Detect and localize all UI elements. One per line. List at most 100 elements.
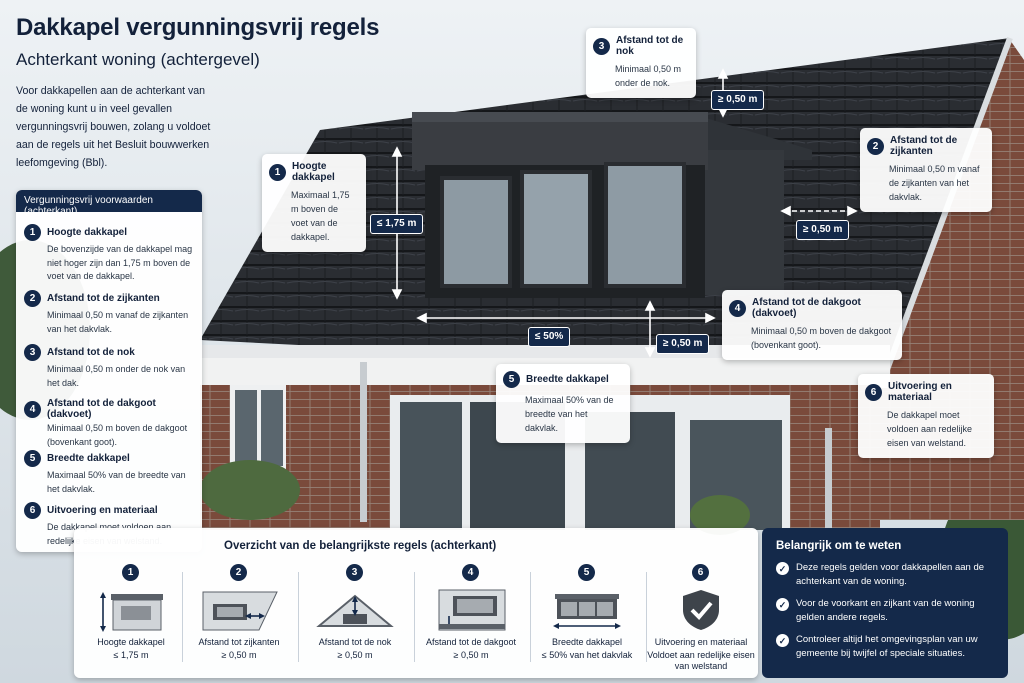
overview-value: Voldoet aan redelijke eisen van welstand bbox=[647, 650, 755, 671]
page-subtitle: Achterkant woning (achtergevel) bbox=[16, 50, 260, 69]
overview-label: Hoogte dakkapel bbox=[97, 637, 165, 647]
callout-title: Afstand tot de nok bbox=[616, 35, 684, 57]
check-icon: ✓ bbox=[776, 634, 789, 647]
number-badge: 1 bbox=[269, 163, 286, 181]
number-badge: 2 bbox=[230, 564, 247, 581]
overview-label: Afstand tot zijkanten bbox=[198, 637, 280, 647]
overview-value: ≥ 0,50 m bbox=[453, 650, 489, 660]
condition-title: Afstand tot de zijkanten bbox=[47, 293, 160, 304]
window-frame bbox=[440, 176, 512, 288]
important-panel: Belangrijk om te weten ✓ Deze regels gel… bbox=[762, 528, 1008, 678]
number-badge: 4 bbox=[24, 400, 41, 418]
overview-value: ≥ 0,50 m bbox=[221, 650, 257, 660]
page-title: Dakkapel vergunningsvrij regels bbox=[16, 14, 380, 41]
downpipe bbox=[360, 362, 367, 522]
overview-item: 1 Hoogte dakkapel ≤ 1,75 m bbox=[74, 562, 188, 674]
check-icon: ✓ bbox=[776, 562, 789, 575]
measure-width: ≤ 50% bbox=[528, 327, 571, 347]
number-badge: 6 bbox=[24, 502, 41, 519]
condition-text: Maximaal 50% van de breedte van het dakv… bbox=[47, 470, 186, 494]
overview-label: Uitvoering en materiaal bbox=[654, 637, 748, 647]
divider bbox=[646, 572, 647, 662]
measure-nok: ≥ 0,50 m bbox=[711, 90, 765, 110]
overview-item: 5 Breedte dakkapel ≤ 50% van het dakvlak bbox=[530, 562, 644, 674]
callout-text: Minimaal 0,50 m onder de nok. bbox=[615, 64, 682, 88]
callout-text: Minimaal 0,50 m boven de dakgoot (bovenk… bbox=[751, 326, 892, 350]
number-badge: 1 bbox=[24, 224, 41, 241]
number-badge: 1 bbox=[122, 564, 139, 581]
number-badge: 6 bbox=[692, 564, 709, 581]
dormer-side bbox=[702, 118, 812, 160]
overview-label: Afstand tot de nok bbox=[318, 637, 392, 647]
ridge-distance-icon bbox=[316, 594, 394, 627]
callout-title: Afstand tot de zijkanten bbox=[890, 135, 958, 157]
important-text: Deze regels gelden voor dakkapellen aan … bbox=[796, 562, 985, 587]
overview-item: 4 Afstand tot de dakgoot ≥ 0,50 m bbox=[414, 562, 528, 674]
number-badge: 3 bbox=[24, 344, 41, 361]
number-badge: 3 bbox=[346, 564, 363, 581]
window-frame bbox=[520, 170, 592, 288]
downpipe bbox=[825, 428, 832, 528]
callout-side: 2 Afstand tot de zijkanten Minimaal 0,50 … bbox=[860, 128, 992, 212]
callout-text: De dakkapel moet voldoen aan redelijke e… bbox=[887, 410, 973, 448]
check-icon: ✓ bbox=[776, 598, 789, 611]
overview-value: ≥ 0,50 m bbox=[337, 650, 373, 660]
number-badge: 2 bbox=[867, 137, 884, 155]
gutter-distance-icon bbox=[438, 589, 506, 631]
important-item: ✓ Controleer altijd het omgevingsplan va… bbox=[776, 633, 994, 661]
overview-item: 3 Afstand tot de nok ≥ 0,50 m bbox=[298, 562, 412, 674]
dormer-window bbox=[442, 178, 510, 286]
number-badge: 4 bbox=[729, 299, 746, 317]
condition-text: Minimaal 0,50 m boven de dakgoot (bovenk… bbox=[47, 423, 188, 447]
number-badge: 5 bbox=[578, 564, 595, 581]
dormer-roof-edge bbox=[412, 112, 708, 122]
callout-material: 6 Uitvoering en materiaal De dakkapel moe… bbox=[858, 374, 994, 458]
gutter bbox=[200, 345, 890, 359]
callout-title: Uitvoering en materiaal bbox=[888, 381, 952, 403]
conditions-panel: Vergunningsvrij voorwaarden (achterkant)… bbox=[16, 190, 202, 552]
overview-item: 6 Uitvoering en materiaal Voldoet aan re… bbox=[644, 562, 758, 674]
condition-title: Afstand tot de dakgoot (dakvoet) bbox=[47, 398, 156, 420]
divider bbox=[530, 572, 531, 662]
divider bbox=[414, 572, 415, 662]
glass-pane bbox=[261, 390, 283, 466]
overview-label: Afstand tot de dakgoot bbox=[425, 637, 517, 647]
callout-text: Maximaal 1,75 m boven de voet van de dak… bbox=[291, 190, 350, 242]
side-distance-icon bbox=[202, 591, 278, 631]
number-badge: 6 bbox=[865, 383, 882, 401]
overview-title: Overzicht van de belangrijkste regels (a… bbox=[224, 540, 497, 552]
number-badge: 5 bbox=[24, 450, 41, 467]
glass-pane bbox=[235, 390, 257, 466]
glass-pane bbox=[400, 402, 462, 530]
dormer-cheek bbox=[702, 150, 784, 295]
condition-text: De bovenzijde van de dakkapel mag niet h… bbox=[47, 244, 193, 281]
intro-text: Voor dakkapellen aan de achterkant van d… bbox=[16, 85, 211, 169]
callout-title: Hoogte dakkapel bbox=[292, 161, 335, 183]
number-badge: 4 bbox=[462, 564, 479, 581]
overview-item: 2 Afstand tot zijkanten ≥ 0,50 m bbox=[182, 562, 296, 674]
condition-title: Afstand tot de nok bbox=[47, 347, 135, 358]
window-frame bbox=[604, 162, 686, 288]
measure-height: ≤ 1,75 m bbox=[370, 214, 424, 234]
condition-item: 4 Afstand tot de dakgoot (dakvoet) Minima… bbox=[24, 398, 196, 449]
important-text: Controleer altijd het omgevingsplan van … bbox=[796, 634, 978, 659]
overview-value: ≤ 1,75 m bbox=[113, 650, 149, 660]
important-item: ✓ Deze regels gelden voor dakkapellen aa… bbox=[776, 561, 994, 589]
callout-text: Minimaal 0,50 m vanaf de zijkanten van h… bbox=[889, 164, 980, 202]
conditions-panel-title: Vergunningsvrij voorwaarden (achterkant) bbox=[16, 190, 202, 217]
callout-title: Breedte dakkapel bbox=[526, 374, 609, 385]
important-text: Voor de voorkant en zijkant van de wonin… bbox=[796, 598, 975, 623]
number-badge: 2 bbox=[24, 290, 41, 307]
divider bbox=[298, 572, 299, 662]
number-badge: 5 bbox=[503, 371, 520, 388]
measure-goot: ≥ 0,50 m bbox=[656, 334, 710, 354]
measure-side: ≥ 0,50 m bbox=[796, 220, 850, 240]
divider bbox=[182, 572, 183, 662]
condition-title: Hoogte dakkapel bbox=[47, 227, 128, 238]
overview-value: ≤ 50% van het dakvlak bbox=[541, 650, 633, 660]
